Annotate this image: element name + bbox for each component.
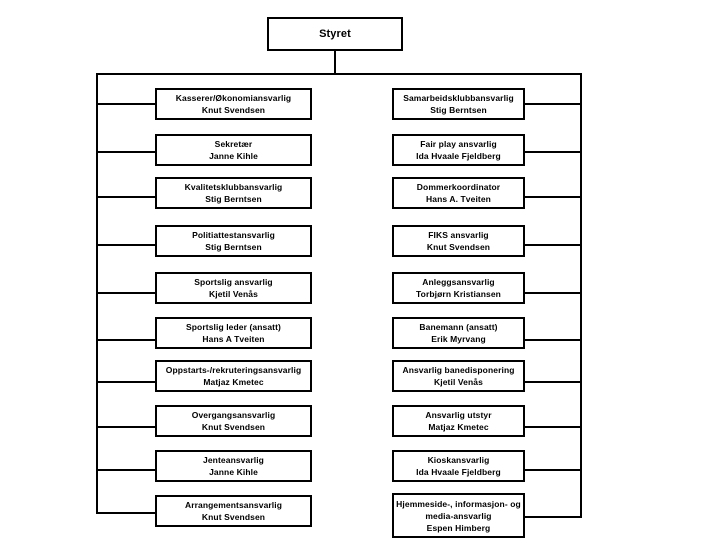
connector-right-branch	[524, 151, 582, 153]
connector-root-stem	[334, 51, 336, 75]
node-person: Knut Svendsen	[201, 512, 266, 522]
connector-right-branch	[524, 103, 582, 105]
node-root[interactable]: Styret	[267, 17, 403, 51]
node-person: Torbjørn Kristiansen	[416, 289, 501, 299]
connector-right-branch	[524, 426, 582, 428]
node-right-3[interactable]: Dommerkoordinator Hans A. Tveiten	[392, 177, 525, 209]
connector-right-branch	[524, 292, 582, 294]
node-person: Stig Berntsen	[205, 194, 262, 204]
node-right-9[interactable]: Kioskansvarlig Ida Hvaale Fjeldberg	[392, 450, 525, 482]
node-role: Ansvarlig utstyr	[425, 410, 492, 420]
node-role: Samarbeidsklubbansvarlig	[403, 93, 514, 103]
node-role: Banemann (ansatt)	[419, 322, 498, 332]
node-right-4[interactable]: FIKS ansvarlig Knut Svendsen	[392, 225, 525, 257]
node-role: Overgangsansvarlig	[191, 410, 276, 420]
node-role: Jenteansvarlig	[203, 455, 264, 465]
node-left-3[interactable]: Kvalitetsklubbansvarlig Stig Berntsen	[155, 177, 312, 209]
node-right-10[interactable]: Hjemmeside-, informasjon- og media-ansva…	[392, 493, 525, 538]
node-person: Ida Hvaale Fjeldberg	[416, 467, 501, 477]
node-role: Kvalitetsklubbansvarlig	[184, 182, 283, 192]
connector-right-branch	[524, 244, 582, 246]
node-left-7[interactable]: Oppstarts-/rekruteringsansvarlig Matjaz …	[155, 360, 312, 392]
node-left-4[interactable]: Politiattestansvarlig Stig Berntsen	[155, 225, 312, 257]
connector-right-branch	[524, 469, 582, 471]
node-person: Hans A. Tveiten	[426, 194, 491, 204]
connector-left-branch	[96, 426, 157, 428]
connector-right-branch	[524, 381, 582, 383]
node-role: Politiattestansvarlig	[192, 230, 275, 240]
node-role: Sportslig leder (ansatt)	[186, 322, 281, 332]
connector-left-branch	[96, 103, 157, 105]
node-left-8[interactable]: Overgangsansvarlig Knut Svendsen	[155, 405, 312, 437]
node-left-2[interactable]: Sekretær Janne Kihle	[155, 134, 312, 166]
connector-left-branch	[96, 469, 157, 471]
connector-left-branch	[96, 339, 157, 341]
node-person: Kjetil Venås	[434, 377, 483, 387]
node-person: Kjetil Venås	[209, 289, 258, 299]
connector-left-branch	[96, 196, 157, 198]
node-person: Janne Kihle	[209, 467, 258, 477]
node-person: Hans A Tveiten	[202, 334, 265, 344]
node-role: Dommerkoordinator	[416, 182, 501, 192]
node-right-5[interactable]: Anleggsansvarlig Torbjørn Kristiansen	[392, 272, 525, 304]
connector-distribution-bar	[96, 73, 582, 75]
node-person: Espen Himberg	[426, 522, 491, 533]
node-person: Ida Hvaale Fjeldberg	[416, 151, 501, 161]
node-right-6[interactable]: Banemann (ansatt) Erik Myrvang	[392, 317, 525, 349]
connector-left-branch	[96, 292, 157, 294]
connector-left-branch	[96, 151, 157, 153]
node-person: Janne Kihle	[209, 151, 258, 161]
connector-right-branch	[524, 339, 582, 341]
node-role: Oppstarts-/rekruteringsansvarlig	[165, 365, 302, 375]
connector-left-branch	[96, 244, 157, 246]
connector-right-branch	[524, 516, 582, 518]
node-role: Kioskansvarlig	[427, 455, 490, 465]
node-person: Stig Berntsen	[205, 242, 262, 252]
connector-left-branch	[96, 381, 157, 383]
node-role: Fair play ansvarlig	[420, 139, 497, 149]
node-role: Arrangementsansvarlig	[184, 500, 283, 510]
node-left-5[interactable]: Sportslig ansvarlig Kjetil Venås	[155, 272, 312, 304]
node-role: Kasserer/Økonomiansvarlig	[175, 93, 292, 103]
node-person: Knut Svendsen	[201, 422, 266, 432]
node-role: Sportslig ansvarlig	[194, 277, 273, 287]
node-role: Anleggsansvarlig	[422, 277, 495, 287]
connector-left-branch	[96, 512, 157, 514]
node-person: Matjaz Kmetec	[428, 422, 489, 432]
node-person: Knut Svendsen	[426, 242, 491, 252]
node-right-2[interactable]: Fair play ansvarlig Ida Hvaale Fjeldberg	[392, 134, 525, 166]
connector-right-branch	[524, 196, 582, 198]
node-left-1[interactable]: Kasserer/Økonomiansvarlig Knut Svendsen	[155, 88, 312, 120]
node-role: Hjemmeside-, informasjon- og media-ansva…	[396, 498, 521, 521]
node-person: Knut Svendsen	[201, 105, 266, 115]
node-right-1[interactable]: Samarbeidsklubbansvarlig Stig Berntsen	[392, 88, 525, 120]
node-right-8[interactable]: Ansvarlig utstyr Matjaz Kmetec	[392, 405, 525, 437]
node-person: Stig Berntsen	[430, 105, 487, 115]
node-person: Matjaz Kmetec	[203, 377, 264, 387]
node-left-10[interactable]: Arrangementsansvarlig Knut Svendsen	[155, 495, 312, 527]
node-role: Ansvarlig banedisponering	[402, 365, 515, 375]
node-root-label: Styret	[319, 28, 351, 40]
node-left-9[interactable]: Jenteansvarlig Janne Kihle	[155, 450, 312, 482]
node-role: Sekretær	[214, 139, 253, 149]
connector-right-trunk	[580, 73, 582, 517]
node-left-6[interactable]: Sportslig leder (ansatt) Hans A Tveiten	[155, 317, 312, 349]
node-person: Erik Myrvang	[431, 334, 486, 344]
node-right-7[interactable]: Ansvarlig banedisponering Kjetil Venås	[392, 360, 525, 392]
node-role: FIKS ansvarlig	[428, 230, 489, 240]
